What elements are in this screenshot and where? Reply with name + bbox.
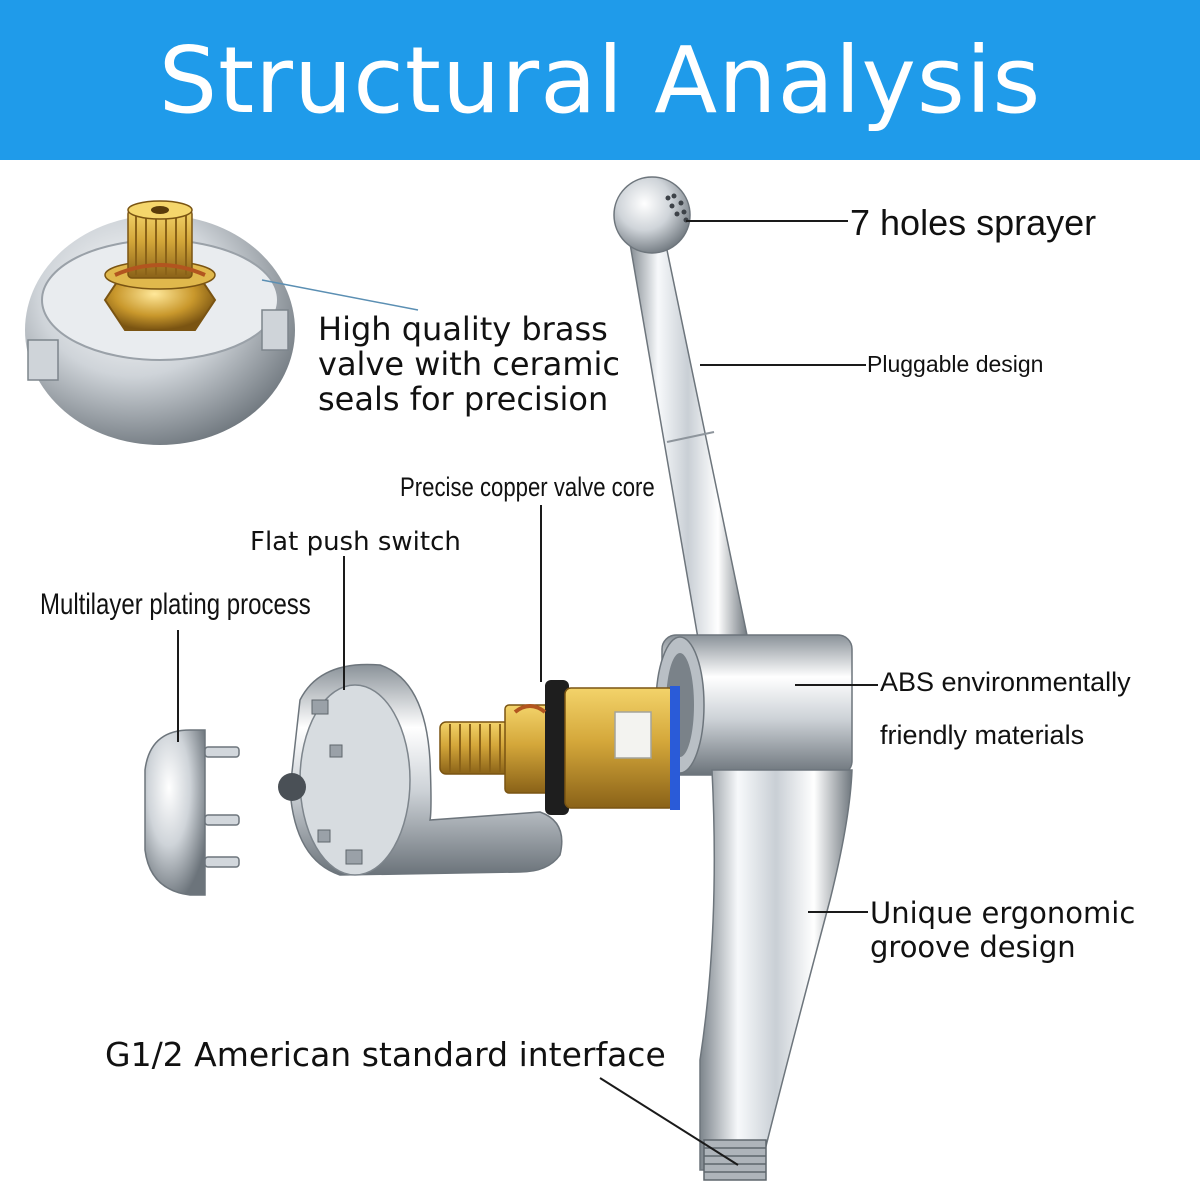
copper-core-label: Precise copper valve core: [400, 472, 655, 502]
brass-valve-label-line2: valve with ceramic: [318, 345, 620, 383]
flat-switch-label: Flat push switch: [250, 527, 461, 557]
brass-valve-label-line3: seals for precision: [318, 380, 609, 418]
abs-label-line2: friendly materials: [880, 720, 1085, 750]
push-switch-lever: [278, 663, 563, 876]
copper-valve-core: [439, 680, 680, 815]
page-title: Structural Analysis: [158, 26, 1042, 134]
brass-valve-closeup-photo: [25, 200, 295, 445]
sprayer-label: 7 holes sprayer: [850, 202, 1097, 243]
brass-valve-label: High quality brass valve with ceramic se…: [318, 312, 638, 417]
title-banner: Structural Analysis: [0, 0, 1200, 160]
multilayer-label: Multilayer plating process: [40, 588, 311, 621]
abs-label: ABS environmentally friendly materials: [880, 656, 1131, 762]
ergonomic-label-line1: Unique ergonomic: [870, 896, 1136, 930]
leader-lines: [177, 220, 878, 1166]
pluggable-label: Pluggable design: [867, 351, 1044, 377]
interface-label: G1/2 American standard interface: [105, 1035, 666, 1074]
dome-cap: [144, 729, 240, 896]
brass-valve-label-line1: High quality brass: [318, 310, 608, 348]
abs-label-line1: ABS environmentally: [880, 667, 1131, 697]
ergonomic-label-line2: groove design: [870, 930, 1076, 964]
ergonomic-label: Unique ergonomic groove design: [870, 896, 1135, 964]
sprayer-body: [613, 176, 853, 1181]
interface-leader: [599, 1077, 739, 1166]
brass-valve-leader: [261, 279, 419, 311]
